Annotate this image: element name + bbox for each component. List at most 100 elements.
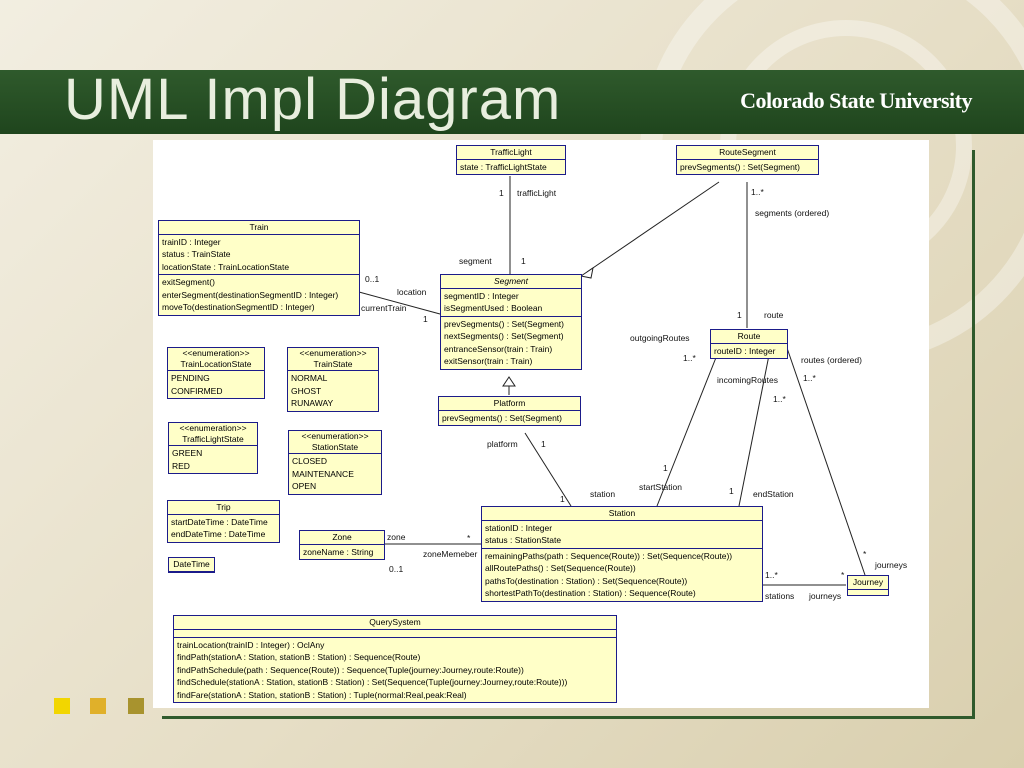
class-operation: prevSegments() : Set(Segment) <box>680 161 800 172</box>
mult-segment: 1 <box>521 256 526 266</box>
role-stations: stations <box>765 591 795 601</box>
role-location: location <box>397 287 427 297</box>
class-name: DateTime <box>169 558 214 572</box>
role-zone: zone <box>387 532 406 542</box>
class-train: Train trainID : Integer status : TrainSt… <box>158 220 360 316</box>
role-trafficlight: trafficLight <box>517 188 557 198</box>
class-routesegment: RouteSegment prevSegments() : Set(Segmen… <box>676 145 819 175</box>
class-operation: findPath(stationA : Station, stationB : … <box>177 652 421 662</box>
enum-value: GREEN <box>172 448 203 458</box>
mult-journeys-station: * <box>841 570 845 580</box>
class-operation: findPathSchedule(path : Sequence(Route))… <box>177 664 524 675</box>
class-operation: pathsTo(destination : Station) : Set(Seq… <box>485 575 688 586</box>
enum-value: RUNAWAY <box>291 398 334 408</box>
role-segment: segment <box>459 256 492 266</box>
role-segments-ordered: segments (ordered) <box>755 208 830 218</box>
class-trafficlight: TrafficLight state : TrafficLightState <box>456 145 566 175</box>
class-name: Trip <box>168 501 279 515</box>
enum-value: MAINTENANCE <box>292 468 354 479</box>
class-zone: Zone zoneName : String <box>299 530 385 560</box>
diagram-frame-shadow <box>162 150 975 719</box>
mult-end-station: 1 <box>729 486 734 496</box>
class-operation: trainLocation(trainID : Integer) : OclAn… <box>177 639 325 650</box>
enum-value: GHOST <box>291 385 322 396</box>
class-attribute: locationState : TrainLocationState <box>162 261 290 272</box>
mult-segments: 1..* <box>751 187 764 197</box>
enum-trainstate: <<enumeration>> TrainState NORMAL GHOST … <box>287 347 379 412</box>
class-attribute: startDateTime : DateTime <box>171 516 268 527</box>
class-route: Route routeID : Integer <box>710 329 788 359</box>
enum-name: StationState <box>311 442 359 452</box>
mult-route: 1 <box>737 310 742 320</box>
class-journey: Journey <box>847 575 889 596</box>
enum-name: TrainLocationState <box>180 359 252 369</box>
class-name: Route <box>711 330 787 344</box>
enum-value: OPEN <box>292 481 317 491</box>
association-lines <box>358 176 866 586</box>
title-banner <box>0 70 1024 134</box>
mult-incoming-routes: 1..* <box>773 394 786 404</box>
class-attribute: status : TrainState <box>162 249 231 259</box>
enum-value: RED <box>172 460 190 471</box>
university-logo-text: Colorado State University <box>740 88 972 113</box>
class-attribute: zoneName : String <box>303 546 374 557</box>
class-name: Segment <box>441 275 581 289</box>
class-operation: shortestPathTo(destination : Station) : … <box>485 588 696 598</box>
enum-value: CLOSED <box>292 456 327 466</box>
class-name: Zone <box>300 531 384 545</box>
role-routes-ordered: routes (ordered) <box>801 355 862 365</box>
class-attribute: segmentID : Integer <box>444 290 519 301</box>
mult-station: 1 <box>560 494 565 504</box>
class-attribute: status : StationState <box>485 535 562 545</box>
role-incoming-routes: incomingRoutes <box>717 375 778 385</box>
class-segment: Segment segmentID : Integer isSegmentUse… <box>440 274 582 370</box>
role-journeys-station: journeys <box>809 591 842 601</box>
class-attribute: routeID : Integer <box>714 345 776 356</box>
mult-journeys-route: * <box>863 549 867 559</box>
role-end-station: endStation <box>753 489 794 499</box>
class-name: QuerySystem <box>174 616 616 630</box>
class-attribute: isSegmentUsed : Boolean <box>444 303 543 313</box>
mult-trafficlight: 1 <box>499 188 504 198</box>
class-attribute: stationID : Integer <box>485 522 553 533</box>
enum-stereotype: <<enumeration>> <box>182 348 250 358</box>
role-start-station: startStation <box>639 482 682 492</box>
class-platform: Platform prevSegments() : Set(Segment) <box>438 396 581 426</box>
assoc-route-journey <box>785 344 866 576</box>
assoc-train-segment <box>358 291 441 315</box>
class-name: Station <box>482 507 762 521</box>
class-datetime: DateTime <box>168 557 215 573</box>
mult-train: 0..1 <box>365 274 380 284</box>
enum-stationstate: <<enumeration>> StationState CLOSED MAIN… <box>288 430 382 495</box>
class-operation: exitSensor(train : Train) <box>444 356 533 366</box>
assoc-route-startstation <box>656 344 722 507</box>
enum-name: TrafficLightState <box>182 434 244 444</box>
class-operation: moveTo(destinationSegmentID : Integer) <box>162 302 315 312</box>
decorative-square-gold <box>90 698 106 714</box>
class-operation: findSchedule(stationA : Station, station… <box>177 677 568 687</box>
enum-value: PENDING <box>171 373 210 383</box>
class-station: Station stationID : Integer status : Sta… <box>481 506 763 602</box>
mult-stations: 1..* <box>765 570 778 580</box>
class-name: Train <box>159 221 359 235</box>
role-zone-members: zoneMemeber <box>423 549 478 559</box>
enum-value: NORMAL <box>291 373 328 383</box>
slide-title: UML Impl Diagram <box>64 67 562 132</box>
assoc-route-endstation <box>738 344 772 507</box>
mult-start-station: 1 <box>663 463 668 473</box>
role-journeys-route: journeys <box>875 560 908 570</box>
class-operation: remainingPaths(path : Sequence(Route)) :… <box>485 550 733 561</box>
class-operation: allRoutePaths() : Set(Sequence(Route)) <box>485 563 636 573</box>
enum-stereotype: <<enumeration>> <box>179 423 247 433</box>
class-attribute: endDateTime : DateTime <box>171 529 266 539</box>
enum-trafficlightstate: <<enumeration>> TrafficLightState GREEN … <box>168 422 258 474</box>
class-operation: enterSegment(destinationSegmentID : Inte… <box>162 289 339 300</box>
class-operation: prevSegments() : Set(Segment) <box>442 412 562 423</box>
mult-segment-train: 1 <box>423 314 428 324</box>
class-querysystem: QuerySystem trainLocation(trainID : Inte… <box>173 615 617 703</box>
class-attribute: state : TrafficLightState <box>460 161 547 172</box>
decorative-square-yellow <box>54 698 70 714</box>
class-attribute: trainID : Integer <box>162 236 221 247</box>
class-name: RouteSegment <box>677 146 818 160</box>
role-outgoing-routes: outgoingRoutes <box>630 333 690 343</box>
